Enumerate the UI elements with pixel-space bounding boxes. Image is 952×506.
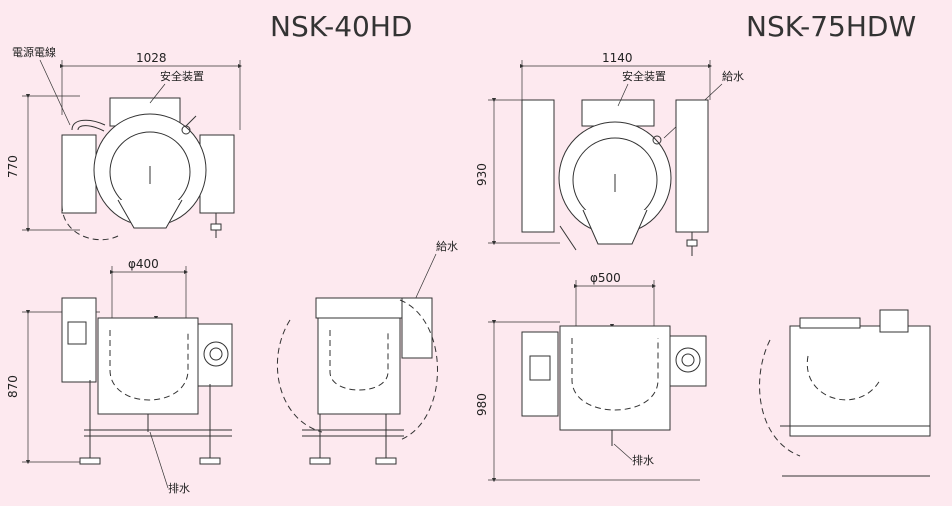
nsk-40hd-control-box xyxy=(61,134,97,214)
nsk-40hd-front-body xyxy=(97,317,199,415)
nsk-75hdw-front-view: φ500 980 475 排水 xyxy=(475,271,707,483)
model-title-nsk-75hdw: NSK-75HDW xyxy=(746,10,916,43)
nsk-75hdw-right-box xyxy=(675,99,709,233)
nsk-75hdw-safety-device-label: 安全装置 xyxy=(622,69,666,83)
nsk-40hd-safety-device-label: 安全装置 xyxy=(160,69,204,83)
nsk-40hd-top-depth-dim: 770 xyxy=(6,155,20,178)
nsk-40hd-water-supply-label: 給水 xyxy=(436,239,458,253)
nsk-40hd-height-dim: 870 xyxy=(6,375,20,398)
nsk-75hdw-side-view xyxy=(759,309,931,477)
nsk-75hdw-drain-label: 排水 xyxy=(632,453,654,467)
model-title-nsk-40hd: NSK-40HD xyxy=(270,10,413,43)
nsk-75hdw-height-dim: 980 xyxy=(475,393,489,416)
nsk-40hd-front-control-box xyxy=(61,297,97,383)
nsk-40hd-pot-diameter-dim: φ400 xyxy=(128,257,159,271)
nsk-40hd-side-body xyxy=(317,317,401,415)
nsk-40hd-side-view: 給水 xyxy=(277,239,458,465)
nsk-75hdw-top-depth-dim: 930 xyxy=(475,163,489,186)
nsk-75hdw-top-width-dim: 1140 xyxy=(602,51,633,65)
nsk-40hd-drain-label: 排水 xyxy=(168,481,190,495)
nsk-75hdw-water-supply-label: 給水 xyxy=(722,69,744,83)
nsk-40hd-power-cable-label: 電源電線 xyxy=(12,45,56,59)
nsk-75hdw-front-body xyxy=(559,325,671,431)
nsk-75hdw-side-body xyxy=(789,325,931,437)
nsk-40hd-top-view: 1028 770 電源電線 安全装置 xyxy=(6,45,243,241)
nsk-75hdw-top-view: 1140 930 安全装置 給水 xyxy=(475,51,744,256)
nsk-40hd-top-width-dim: 1028 xyxy=(136,51,167,65)
nsk-40hd-front-view: φ400 870 420 排水 xyxy=(6,257,233,495)
nsk-75hdw-pot-diameter-dim: φ500 xyxy=(590,271,621,285)
nsk-75hdw-left-box xyxy=(521,99,555,233)
